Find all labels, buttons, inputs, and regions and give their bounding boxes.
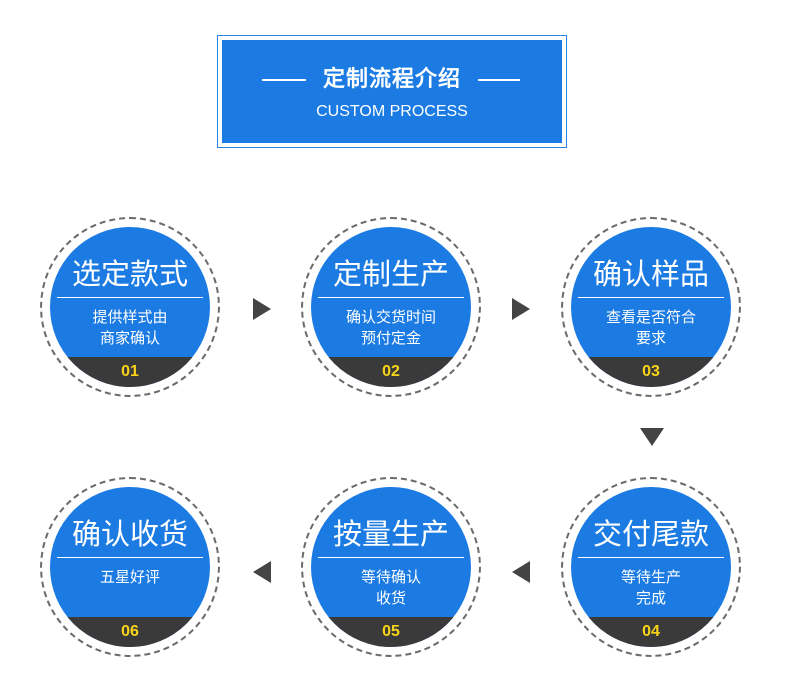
step-description: 提供样式由 商家确认	[50, 307, 210, 349]
step-ring	[40, 217, 220, 397]
step-title: 定制生产	[332, 259, 449, 291]
step-number: 03	[642, 363, 660, 380]
step-disc: 定制生产 确认交货时间 预付定金 02	[311, 227, 471, 387]
step-desc-line: 等待确认	[360, 569, 421, 586]
header-box: 定制流程介绍 CUSTOM PROCESS	[222, 40, 562, 143]
step-ring	[561, 477, 741, 657]
step-desc-line: 提供样式由	[92, 309, 168, 326]
step-number: 02	[382, 363, 400, 380]
step-description: 五星好评	[50, 567, 210, 588]
step-6: 确认收货 五星好评 06	[40, 477, 220, 657]
arrow-left-icon	[512, 561, 530, 583]
step-title: 确认样品	[592, 259, 709, 291]
step-number: 05	[382, 623, 400, 640]
step-disc: 选定款式 提供样式由 商家确认 01	[50, 227, 210, 387]
step-number-band: 03	[571, 357, 731, 387]
step-number: 06	[121, 623, 139, 640]
step-title: 确认收货	[71, 519, 188, 551]
step-disc: 确认收货 五星好评 06	[50, 487, 210, 647]
step-desc-line: 查看是否符合	[605, 309, 696, 326]
step-title: 选定款式	[71, 259, 188, 291]
step-disc: 确认样品 查看是否符合 要求 03	[571, 227, 731, 387]
arrow-down-icon	[640, 428, 664, 446]
step-number-band: 02	[311, 357, 471, 387]
step-description: 等待确认 收货	[311, 567, 471, 609]
header-subtitle: CUSTOM PROCESS	[316, 103, 468, 120]
step-desc-line: 等待生产	[620, 569, 681, 586]
step-number-band: 05	[311, 617, 471, 647]
step-desc-line: 要求	[635, 330, 666, 347]
step-desc-line: 五星好评	[99, 569, 160, 586]
step-description: 查看是否符合 要求	[571, 307, 731, 349]
arrow-right-icon	[253, 298, 271, 320]
step-number: 01	[121, 363, 139, 380]
step-ring	[301, 217, 481, 397]
step-divider	[578, 557, 724, 558]
step-number-band: 04	[571, 617, 731, 647]
step-disc: 按量生产 等待确认 收货 05	[311, 487, 471, 647]
step-number-band: 06	[50, 617, 210, 647]
step-divider	[57, 557, 203, 558]
step-description: 等待生产 完成	[571, 567, 731, 609]
step-number-band: 01	[50, 357, 210, 387]
step-desc-line: 收货	[375, 590, 406, 607]
step-title: 交付尾款	[592, 519, 709, 551]
step-description: 确认交货时间 预付定金	[311, 307, 471, 349]
header-frame	[217, 35, 567, 148]
step-desc-line: 商家确认	[99, 330, 160, 347]
step-4: 交付尾款 等待生产 完成 04	[561, 477, 741, 657]
step-desc-line: 完成	[635, 590, 666, 607]
step-number: 04	[642, 623, 660, 640]
step-desc-line: 预付定金	[360, 330, 421, 347]
arrow-left-icon	[253, 561, 271, 583]
step-divider	[578, 297, 724, 298]
step-disc: 交付尾款 等待生产 完成 04	[571, 487, 731, 647]
step-1: 选定款式 提供样式由 商家确认 01	[40, 217, 220, 397]
step-divider	[318, 297, 464, 298]
step-2: 定制生产 确认交货时间 预付定金 02	[301, 217, 481, 397]
arrow-right-icon	[512, 298, 530, 320]
step-ring	[40, 477, 220, 657]
step-5: 按量生产 等待确认 收货 05	[301, 477, 481, 657]
step-3: 确认样品 查看是否符合 要求 03	[561, 217, 741, 397]
header-dash-left	[262, 79, 306, 81]
step-title: 按量生产	[332, 519, 449, 551]
step-desc-line: 确认交货时间	[345, 309, 436, 326]
header-title: 定制流程介绍	[322, 66, 461, 91]
step-ring	[561, 217, 741, 397]
step-divider	[57, 297, 203, 298]
step-ring	[301, 477, 481, 657]
step-divider	[318, 557, 464, 558]
header-dash-right	[478, 79, 520, 81]
